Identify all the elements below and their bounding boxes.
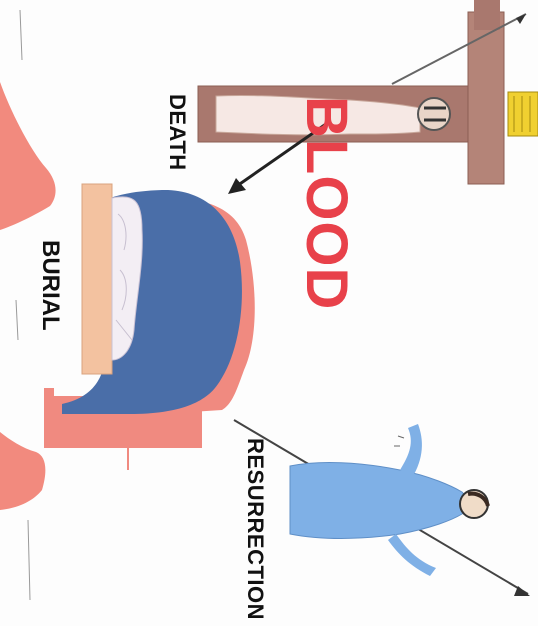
left-hill-top (0, 82, 56, 230)
death-label: DEATH (164, 94, 190, 171)
resurrection-label: RESURRECTION (242, 438, 268, 620)
crucifix-icon (198, 0, 538, 184)
left-hill-bottom (0, 432, 45, 510)
empty-tomb-icon (44, 184, 255, 470)
left-ground-line (16, 10, 30, 600)
burial-label: BURIAL (36, 240, 64, 331)
blood-label: BLOOD (293, 96, 360, 310)
